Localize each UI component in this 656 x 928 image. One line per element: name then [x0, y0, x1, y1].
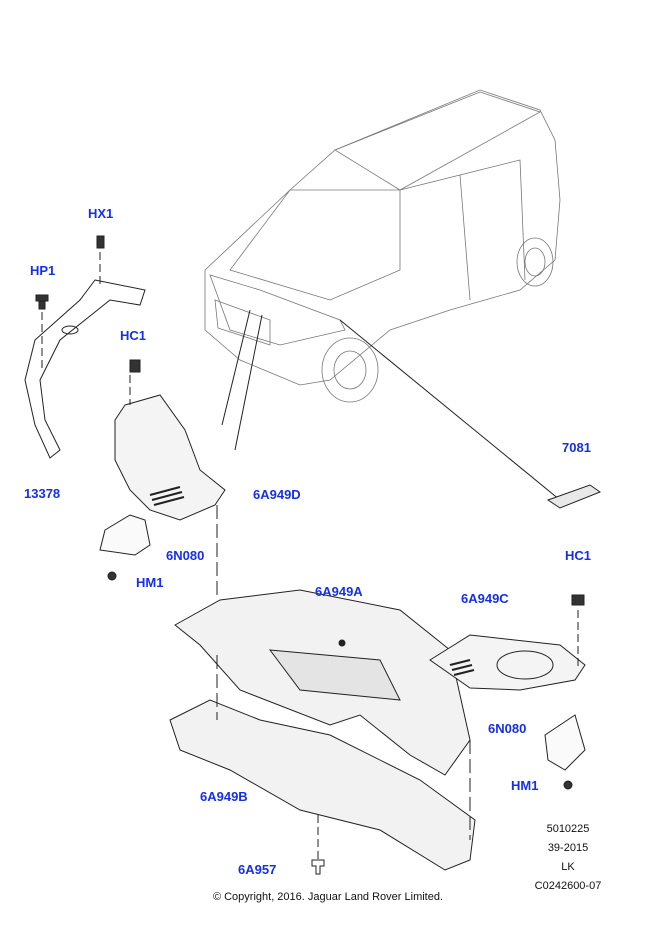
callout-6a949d[interactable]: 6A949D	[253, 487, 301, 502]
callout-hx1[interactable]: HX1	[88, 206, 114, 221]
leader-lines	[221, 309, 561, 501]
part-6a949d-shield	[99, 359, 226, 600]
reference-code: LK	[561, 861, 575, 873]
callout-13378[interactable]: 13378	[24, 486, 61, 501]
reference-week: 39-2015	[547, 842, 589, 854]
part-13378-bracket	[24, 235, 146, 459]
vehicle-illustration	[204, 89, 561, 403]
illustration-number: C0242600-07	[534, 880, 602, 892]
callout-hp1[interactable]: HP1	[30, 263, 56, 278]
callout-6a949a[interactable]: 6A949A	[315, 584, 363, 599]
callout-hm1-left[interactable]: HM1	[136, 575, 164, 590]
callout-6a957[interactable]: 6A957	[238, 862, 277, 877]
callout-hm1-right[interactable]: HM1	[511, 778, 539, 793]
callout-7081[interactable]: 7081	[562, 440, 591, 455]
callout-6n080-right[interactable]: 6N080	[488, 721, 527, 736]
callout-6n080-left[interactable]: 6N080	[166, 548, 205, 563]
callout-hc1-left[interactable]: HC1	[120, 328, 147, 343]
callout-6a949c[interactable]: 6A949C	[461, 591, 509, 606]
part-6a949b-undertray	[169, 655, 476, 875]
part-7081	[546, 484, 602, 509]
copyright-notice: © Copyright, 2016. Jaguar Land Rover Lim…	[212, 891, 444, 903]
callout-hc1-right[interactable]: HC1	[565, 548, 592, 563]
part-6a949c-shield	[429, 594, 586, 790]
part-6a949a-undertray	[174, 589, 471, 776]
reference-number: 5010225	[546, 823, 590, 835]
callout-6a949b[interactable]: 6A949B	[200, 789, 248, 804]
